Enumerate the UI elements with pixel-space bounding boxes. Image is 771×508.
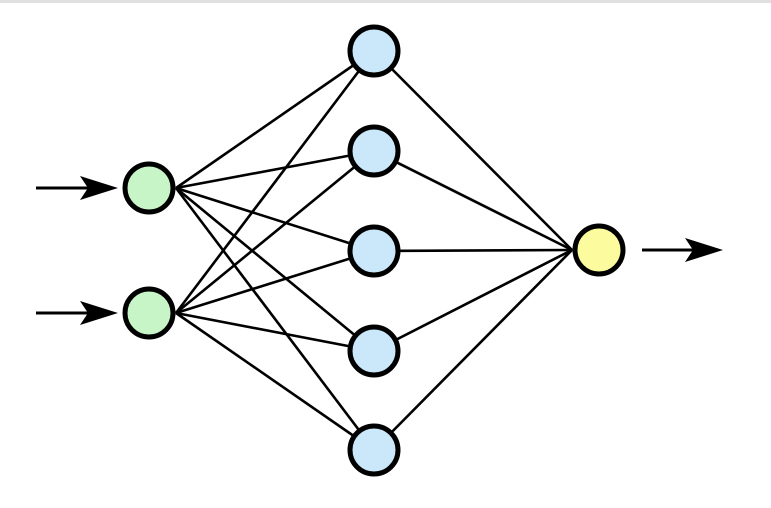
node-hidden-2 bbox=[347, 124, 401, 178]
edge-hidden-2-to-output-1 bbox=[373, 149, 573, 252]
edge-input-1-to-hidden-2 bbox=[175, 149, 375, 190]
edge-hidden-4-to-output-1 bbox=[373, 248, 573, 353]
edge-hidden-3-to-output-1 bbox=[373, 248, 573, 253]
node-hidden-5 bbox=[347, 423, 401, 477]
output-arrow-head-icon bbox=[685, 238, 723, 262]
edge-input-1-to-hidden-3 bbox=[175, 186, 375, 253]
edge-input-2-to-hidden-3 bbox=[175, 249, 375, 315]
node-hidden-1 bbox=[347, 24, 401, 78]
node-input-2 bbox=[122, 286, 176, 340]
edge-input-1-to-hidden-1 bbox=[175, 49, 375, 190]
edge-input-1-to-hidden-4 bbox=[175, 186, 375, 353]
edge-input-1-to-hidden-5 bbox=[174, 187, 376, 451]
edge-input-2-to-hidden-4 bbox=[175, 311, 375, 353]
input-arrow-2-head-icon bbox=[80, 301, 118, 325]
node-output-1 bbox=[572, 223, 626, 277]
top-border bbox=[0, 0, 771, 3]
node-hidden-3 bbox=[347, 224, 401, 278]
edge-input-2-to-hidden-1 bbox=[174, 50, 376, 314]
node-hidden-4 bbox=[347, 324, 401, 378]
input-arrow-1-head-icon bbox=[80, 176, 118, 200]
edge-hidden-1-to-output-1 bbox=[373, 50, 573, 251]
node-input-1 bbox=[122, 161, 176, 215]
edge-input-2-to-hidden-2 bbox=[175, 149, 375, 315]
edge-hidden-5-to-output-1 bbox=[373, 249, 573, 451]
edge-input-2-to-hidden-5 bbox=[175, 311, 375, 452]
